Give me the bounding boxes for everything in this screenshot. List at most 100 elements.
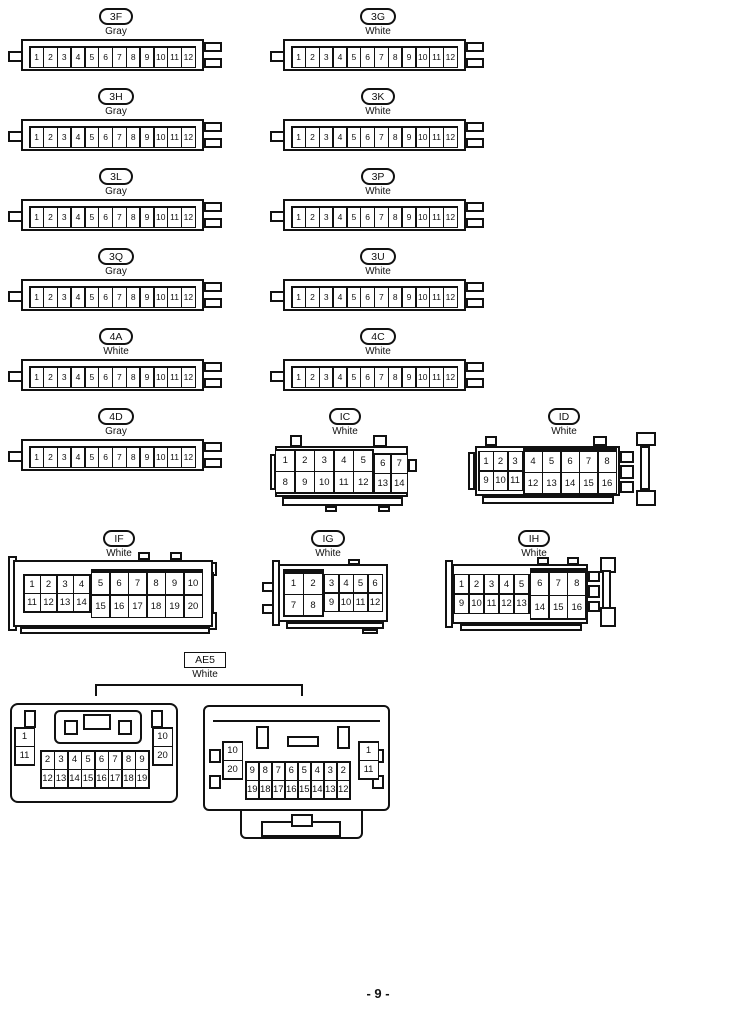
pin-cell: 4 [71,207,85,227]
pin-cell: 11 [430,287,443,307]
pin-cell: 19 [166,595,183,617]
pin-cell: 2 [306,207,319,227]
side-tab [262,604,274,614]
pin-cell: 10 [416,367,429,387]
pin-cell: 1 [292,127,305,147]
pin-cell: 12 [444,207,457,227]
clip [620,481,634,493]
pin-cell: 2 [304,573,322,594]
left-flange [468,452,475,490]
pin-cell: 3 [55,751,67,769]
pin-cell: 11 [359,761,378,778]
right-tab [466,298,484,308]
connector-color-label: White [365,106,391,117]
pin-cell: 12 [182,367,195,387]
pin-cell: 9 [402,127,416,147]
pin-cell: 3 [325,575,338,593]
connector-color-label: Gray [105,106,127,117]
right-tab [204,218,222,228]
pin-cell: 3 [320,47,333,67]
right-tab [204,282,222,292]
pin-cell: 11 [430,367,443,387]
pin-cell: 1 [30,207,43,227]
pin-cell: 1 [292,287,305,307]
pin-cell: 6 [99,287,112,307]
pin-cell: 6 [285,762,297,780]
pin-cell: 13 [55,770,67,787]
pin-cell: 8 [127,367,140,387]
pin-cell: 7 [113,127,126,147]
pin-cell: 4 [71,47,85,67]
page-number: - 9 - [366,986,390,1001]
connector-id-badge: IG [311,530,345,547]
side-clip [209,749,221,763]
pin-cell: 4 [311,762,323,780]
pin-cell: 2 [44,207,57,227]
pin-cell: 2 [306,367,319,387]
pin-cell: 2 [306,287,319,307]
pin-cell: 10 [494,471,507,490]
right-tab [204,458,222,468]
pin-cell: 6 [368,575,382,593]
pin-cell: 20 [153,747,172,764]
pin-cell: 4 [71,367,85,387]
connector-id-badge: 3P [360,168,396,185]
pin-cell: 7 [391,454,407,473]
pin-cell: 6 [361,287,374,307]
pin-cell: 19 [136,770,148,787]
pin-cell: 1 [30,127,43,147]
pin-cell: 5 [298,762,310,780]
pin-cell: 8 [389,287,402,307]
pin-cell: 17 [129,595,146,617]
pin-cell: 12 [41,594,56,612]
pin-cell: 2 [337,762,349,780]
connector-id-badge: ID [547,408,581,425]
pin-cell: 7 [113,47,126,67]
pin-cell: 10 [416,207,429,227]
pin-cell: 5 [347,207,360,227]
center-key [287,736,319,747]
pin-cell: 11 [430,207,443,227]
pin-cell: 8 [389,367,402,387]
pin-cell: 9 [140,367,154,387]
pin-cell: 12 [444,127,457,147]
right-tab [204,298,222,308]
pin-cell: 8 [127,287,140,307]
clip [620,451,634,463]
pin-cell: 9 [402,207,416,227]
right-tab [204,442,222,452]
pin-cell: 3 [58,287,71,307]
pin-cell: 10 [154,287,167,307]
pin-cell: 2 [44,447,57,467]
pin-cell: 1 [30,287,43,307]
pin-cell: 10 [154,447,167,467]
pin-cell: 6 [99,127,112,147]
pin-cell: 3 [508,452,522,471]
pin-cell: 5 [85,367,98,387]
pin-cell: 5 [82,751,94,769]
pin-cell: 4 [339,575,353,593]
pin-cell: 11 [168,447,181,467]
pin-cell: 6 [110,573,128,595]
pin-cell: 8 [127,47,140,67]
pin-cell: 9 [166,573,183,595]
